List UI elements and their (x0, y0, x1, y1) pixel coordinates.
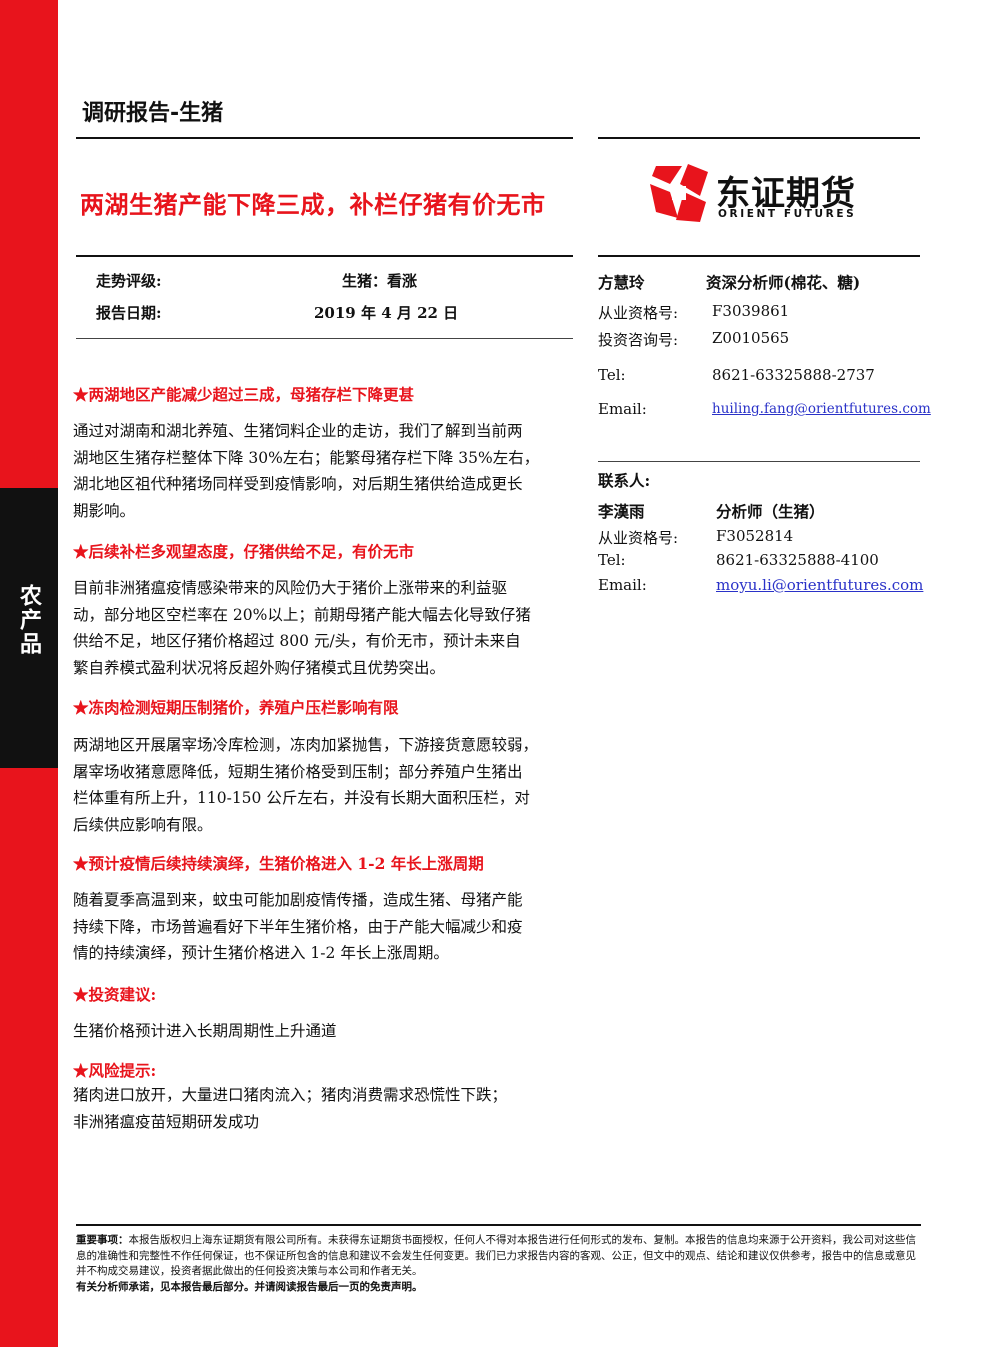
footer-rule (76, 1224, 921, 1226)
header-rule-right (598, 137, 920, 139)
logo-mark-icon (650, 164, 708, 222)
company-logo: 东证期货 ORIENT FUTURES (648, 162, 868, 228)
section-body: 猪肉进口放开，大量进口猪肉流入；猪肉消费需求恐慌性下跌； 非洲猪瘟疫苗短期研发成… (73, 1082, 573, 1135)
text-line: 情的持续演绎，预计生猪价格进入 1-2 年长上涨周期。 (73, 944, 449, 962)
side-bar-red-top (0, 0, 58, 488)
section-body: 两湖地区开展屠宰场冷库检测，冻肉加紧抛售，下游接货意愿较弱， 屠宰场收猪意愿降低… (73, 732, 573, 838)
text-line: 动，部分地区空栏率在 20%以上；前期母猪产能大幅去化导致仔猪 (73, 605, 531, 624)
disclaimer-text: 本报告版权归上海东证期货有限公司所有。未获得东证期货书面授权，任何人不得对本报告… (76, 1234, 916, 1277)
contact-cert-value: F3052814 (716, 527, 794, 545)
analyst-cert-label: 从业资格号: (598, 304, 679, 322)
contact-email-label: Email: (598, 576, 647, 594)
text-line: 繁自养模式盈利状况将反超外购仔猪模式且优势突出。 (73, 658, 446, 677)
text-line: 屠宰场收猪意愿降低，短期生猪价格受到压制；部分养殖户生猪出 (73, 762, 523, 781)
analyst-consult-label: 投资咨询号: (598, 331, 679, 349)
date-value: 2019 年 4 月 22 日 (314, 304, 459, 322)
meta-rule-top (76, 255, 573, 257)
contact-cert-label: 从业资格号: (598, 529, 679, 547)
analyst-email-label: Email: (598, 400, 647, 418)
text-line: 栏体重有所上升，110-150 公斤左右，并没有长期大面积压栏，对 (73, 789, 530, 807)
disclaimer-label: 重要事项： (76, 1234, 129, 1246)
analyst-name: 方慧玲 (598, 273, 645, 292)
text-line: 湖北地区祖代种猪场同样受到疫情影响，对后期生猪供给造成更长 (73, 475, 523, 493)
text-line: 供给不足，地区仔猪价格超过 800 元/头，有价无市，预计未来自 (73, 632, 521, 650)
section-heading: ★投资建议: (73, 985, 157, 1004)
meta-rule-bottom (76, 338, 573, 339)
text-line: 后续供应影响有限。 (73, 815, 213, 834)
text-line: 猪肉进口放开，大量进口猪肉流入；猪肉消费需求恐慌性下跌； (73, 1086, 508, 1104)
text-line: 持续下降，市场普遍看好下半年生猪价格，由于产能大幅减少和疫 (73, 917, 523, 936)
analyst-rule-top (598, 255, 920, 257)
analyst-cert-value: F3039861 (712, 302, 790, 320)
analyst-rule-mid (598, 461, 920, 462)
report-headline: 两湖生猪产能下降三成，补栏仔猪有价无市 (80, 191, 546, 219)
text-line: 通过对湖南和湖北养殖、生猪饲料企业的走访，我们了解到当前两 (73, 422, 523, 440)
report-category: 调研报告-生猪 (82, 101, 224, 126)
logo-english-name: ORIENT FUTURES (718, 208, 857, 220)
side-category-label: 农产品 (16, 584, 42, 656)
text-line: 期影响。 (73, 501, 136, 520)
text-line: 生猪价格预计进入长期周期性上升通道 (73, 1022, 337, 1040)
text-line: 目前非洲猪瘟疫情感染带来的风险仍大于猪价上涨带来的利益驱 (73, 579, 508, 597)
section-body: 目前非洲猪瘟疫情感染带来的风险仍大于猪价上涨带来的利益驱 动，部分地区空栏率在 … (73, 575, 573, 681)
contact-heading: 联系人: (598, 471, 651, 490)
contact-name: 李漢雨 (598, 502, 645, 521)
section-heading: ★两湖地区产能减少超过三成，母猪存栏下降更甚 (73, 385, 415, 404)
section-body: 随着夏季高温到来，蚊虫可能加剧疫情传播，造成生猪、母猪产能 持续下降，市场普遍看… (73, 887, 573, 967)
rating-value: 生猪：看涨 (342, 272, 418, 290)
side-bar-black (0, 488, 58, 768)
contact-tel-label: Tel: (598, 551, 626, 569)
analyst-tel-label: Tel: (598, 366, 626, 384)
contact-title: 分析师（生猪） (716, 502, 825, 521)
contact-tel-value: 8621-63325888-4100 (716, 551, 879, 569)
logo-chinese-name: 东证期货 (716, 174, 856, 214)
text-line: 非洲猪瘟疫苗短期研发成功 (73, 1112, 260, 1131)
contact-email-link[interactable]: moyu.li@orientfutures.com (716, 576, 924, 594)
section-heading: ★后续补栏多观望态度，仔猪供给不足，有价无市 (73, 542, 415, 561)
analyst-tel-value: 8621-63325888-2737 (712, 366, 875, 384)
section-body: 生猪价格预计进入长期周期性上升通道 (73, 1018, 573, 1045)
section-body: 通过对湖南和湖北养殖、生猪饲料企业的走访，我们了解到当前两 湖地区生猪存栏整体下… (73, 418, 573, 524)
text-line: 两湖地区开展屠宰场冷库检测，冻肉加紧抛售，下游接货意愿较弱， (73, 736, 539, 754)
section-heading: ★冻肉检测短期压制猪价，养殖户压栏影响有限 (73, 698, 399, 717)
analyst-consult-value: Z0010565 (712, 329, 790, 347)
disclaimer: 重要事项：本报告版权归上海东证期货有限公司所有。未获得东证期货书面授权，任何人不… (76, 1233, 926, 1295)
analyst-email-link[interactable]: huiling.fang@orientfutures.com (712, 401, 931, 417)
text-line: 湖地区生猪存栏整体下降 30%左右；能繁母猪存栏下降 35%左右， (73, 448, 540, 467)
section-heading: ★预计疫情后续持续演绎，生猪价格进入 1-2 年长上涨周期 (73, 854, 484, 873)
text-line: 随着夏季高温到来，蚊虫可能加剧疫情传播，造成生猪、母猪产能 (73, 891, 523, 909)
header-rule-left (76, 137, 573, 139)
disclaimer-analyst-note: 有关分析师承诺，见本报告最后部分。并请阅读报告最后一页的免责声明。 (76, 1280, 423, 1293)
section-heading: ★风险提示: (73, 1061, 157, 1080)
side-bar-red-bottom (0, 768, 58, 1347)
analyst-title: 资深分析师(棉花、糖) (706, 273, 861, 292)
rating-label: 走势评级: (96, 272, 162, 290)
date-label: 报告日期: (96, 304, 162, 322)
